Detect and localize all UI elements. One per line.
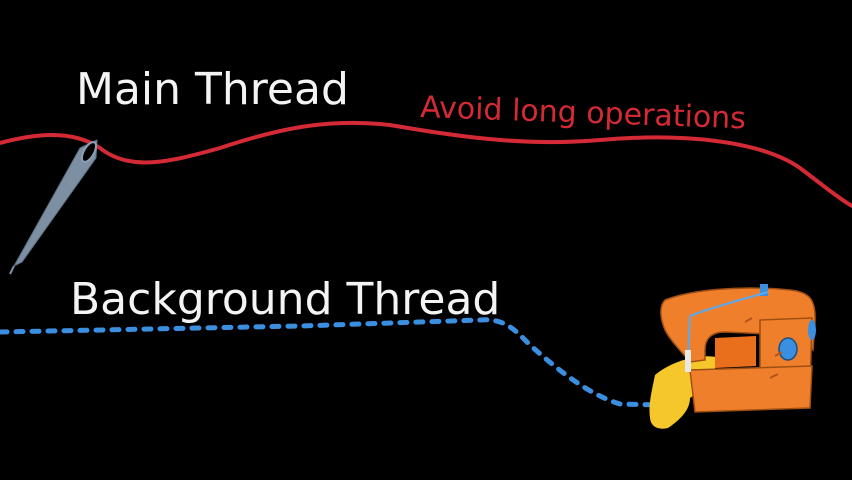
main-thread-label: Main Thread: [76, 64, 349, 115]
background-thread-label: Background Thread: [70, 274, 500, 325]
main-thread-line: [0, 120, 852, 208]
avoid-long-operations-annotation: Avoid long operations: [420, 90, 747, 136]
background-thread-line: [0, 317, 663, 408]
sewing-machine-icon: [660, 284, 816, 413]
sewing-needle-icon: [9, 139, 98, 275]
